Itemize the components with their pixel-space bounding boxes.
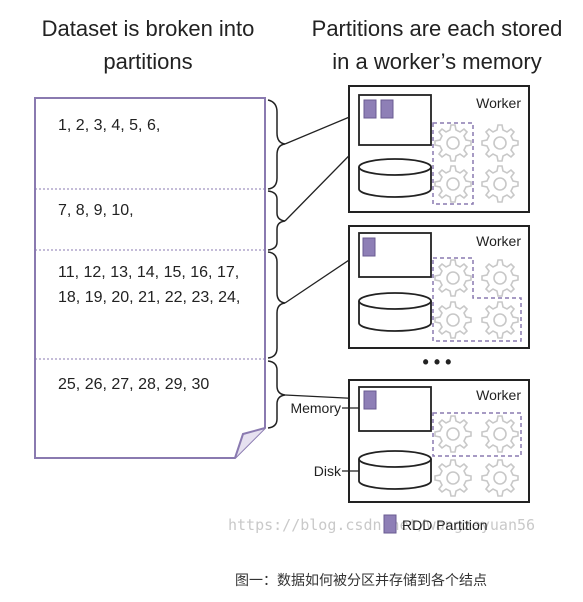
disk-label: Disk (314, 463, 342, 479)
partition-3-values-line2: 18, 19, 20, 21, 22, 23, 24, (58, 289, 240, 306)
worker-1 (348, 85, 530, 213)
rdd-partition-icon (383, 514, 397, 534)
cylinder-disk-icon (358, 450, 432, 490)
right-title-line1: Partitions are each stored (312, 16, 563, 41)
cylinder-disk-icon (358, 292, 432, 332)
brace-partition-4 (267, 360, 286, 429)
worker-2-label: Worker (476, 233, 521, 249)
brace-partition-2 (267, 190, 286, 251)
partition-1-values: 1, 2, 3, 4, 5, 6, (58, 117, 160, 134)
worker-3-label: Worker (476, 387, 521, 403)
partition-2-values: 7, 8, 9, 10, (58, 202, 134, 219)
more-workers-ellipsis: • • • (423, 352, 452, 372)
watermark: https://blog.csdn.net/wangzeyuan56 (228, 516, 535, 534)
rdd-partition-icon (363, 390, 377, 410)
brace-partition-3 (267, 251, 286, 359)
legend-label: RDD Partition (402, 517, 488, 533)
right-title-line2: in a worker’s memory (332, 49, 541, 74)
rdd-partition-icon (380, 99, 394, 119)
dataset-document (34, 97, 266, 459)
memory-label: Memory (290, 400, 341, 416)
worker-3 (348, 379, 530, 503)
rdd-partition-icon (363, 99, 377, 119)
partition-braces (267, 99, 286, 429)
figure-caption: 图一：数据如何被分区并存储到各个结点 (235, 573, 487, 589)
rdd-partition-icon (362, 237, 376, 257)
worker-2 (348, 225, 530, 349)
cylinder-disk-icon (358, 158, 432, 198)
legend: RDD Partition (383, 514, 488, 534)
partition-4-values: 25, 26, 27, 28, 29, 30 (58, 376, 209, 393)
brace-partition-1 (267, 99, 286, 190)
worker-1-label: Worker (476, 95, 521, 111)
left-title-line1: Dataset is broken into (42, 16, 255, 41)
left-title-line2: partitions (103, 49, 192, 74)
partition-3-values-line1: 11, 12, 13, 14, 15, 16, 17, (58, 264, 239, 281)
